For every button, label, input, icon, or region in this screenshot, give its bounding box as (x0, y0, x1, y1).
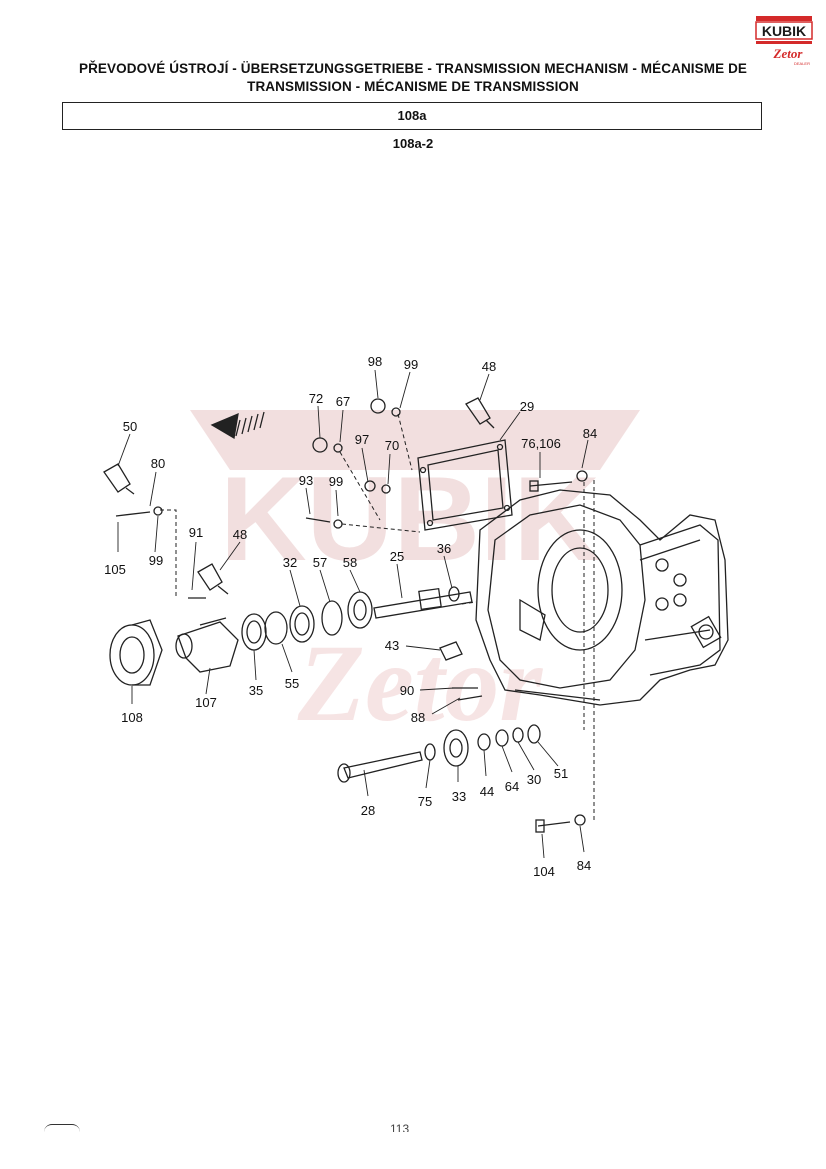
callout-43: 43 (385, 638, 399, 653)
callout-72: 72 (309, 391, 323, 406)
callout-50: 50 (123, 419, 137, 434)
watermark: KUBIK Zetor (190, 410, 640, 744)
callout-88: 88 (411, 710, 425, 725)
callout-29: 29 (520, 399, 534, 414)
callout-105: 105 (104, 562, 126, 577)
gasket-43 (439, 641, 463, 661)
callout-28: 28 (361, 803, 375, 818)
watermark-sub: Zetor (297, 622, 544, 744)
release-bearing-assembly (109, 617, 239, 686)
callout-108: 108 (121, 710, 143, 725)
logo-sub-text: Zetor (773, 46, 804, 61)
callout-70: 70 (385, 438, 399, 453)
page-title: PŘEVODOVÉ ÚSTROJÍ - ÜBERSETZUNGSGETRIEBE… (62, 60, 764, 96)
watermark-brand: KUBIK (220, 452, 600, 586)
callout-48-top: 48 (482, 359, 496, 374)
callout-35: 35 (249, 683, 263, 698)
callout-84-bottom: 84 (577, 858, 591, 873)
plug-48-left (197, 563, 229, 595)
callout-75: 75 (418, 794, 432, 809)
leader-lines (117, 369, 589, 859)
section-code: 108a (397, 108, 427, 123)
callout-67: 67 (336, 394, 350, 409)
transmission-housing (475, 489, 729, 706)
callout-99-left: 99 (149, 553, 163, 568)
kubik-zetor-logo: KUBIK Zetor DEALER (754, 16, 814, 66)
callout-36: 36 (437, 541, 451, 556)
small-fasteners (115, 398, 588, 833)
cover-plate (417, 439, 513, 531)
callout-44: 44 (480, 784, 494, 799)
subsection-code: 108a-2 (392, 136, 434, 151)
plug-48-top (465, 397, 495, 429)
callout-99-top: 99 (404, 357, 418, 372)
plug-50 (103, 463, 135, 495)
callout-58: 58 (343, 555, 357, 570)
callout-104: 104 (533, 864, 555, 879)
callout-30: 30 (527, 772, 541, 787)
callout-84-top: 84 (583, 426, 597, 441)
callout-32: 32 (283, 555, 297, 570)
callout-48-left: 48 (233, 527, 247, 542)
page-title-line-1: PŘEVODOVÉ ÚSTROJÍ - ÜBERSETZUNGSGETRIEBE… (78, 61, 748, 76)
countershaft-assembly (337, 724, 541, 783)
callout-90: 90 (400, 683, 414, 698)
callout-80: 80 (151, 456, 165, 471)
callout-64: 64 (505, 779, 519, 794)
logo-tagline: DEALER (794, 61, 810, 66)
callout-51: 51 (554, 766, 568, 781)
callout-57: 57 (313, 555, 327, 570)
reference-lines (160, 413, 595, 820)
callout-55: 55 (285, 676, 299, 691)
footer-mark (44, 1124, 80, 1133)
callout-93: 93 (299, 473, 313, 488)
callout-98: 98 (368, 354, 382, 369)
logo-brand-text: KUBIK (762, 23, 806, 39)
section-code-box: 108a (62, 102, 762, 130)
callout-97: 97 (355, 432, 369, 447)
callout-91: 91 (189, 525, 203, 540)
callout-33: 33 (452, 789, 466, 804)
callout-99-mid: 99 (329, 474, 343, 489)
page-number: 113 (390, 1122, 410, 1132)
callout-labels: 98 99 48 72 67 29 50 97 70 76,106 84 80 … (104, 354, 597, 879)
direction-arrow (210, 411, 265, 440)
callout-107: 107 (195, 695, 217, 710)
callout-25: 25 (390, 549, 404, 564)
callout-76-106: 76,106 (521, 436, 561, 451)
page-title-line-2: TRANSMISSION - MÉCANISME DE TRANSMISSION (247, 79, 579, 94)
